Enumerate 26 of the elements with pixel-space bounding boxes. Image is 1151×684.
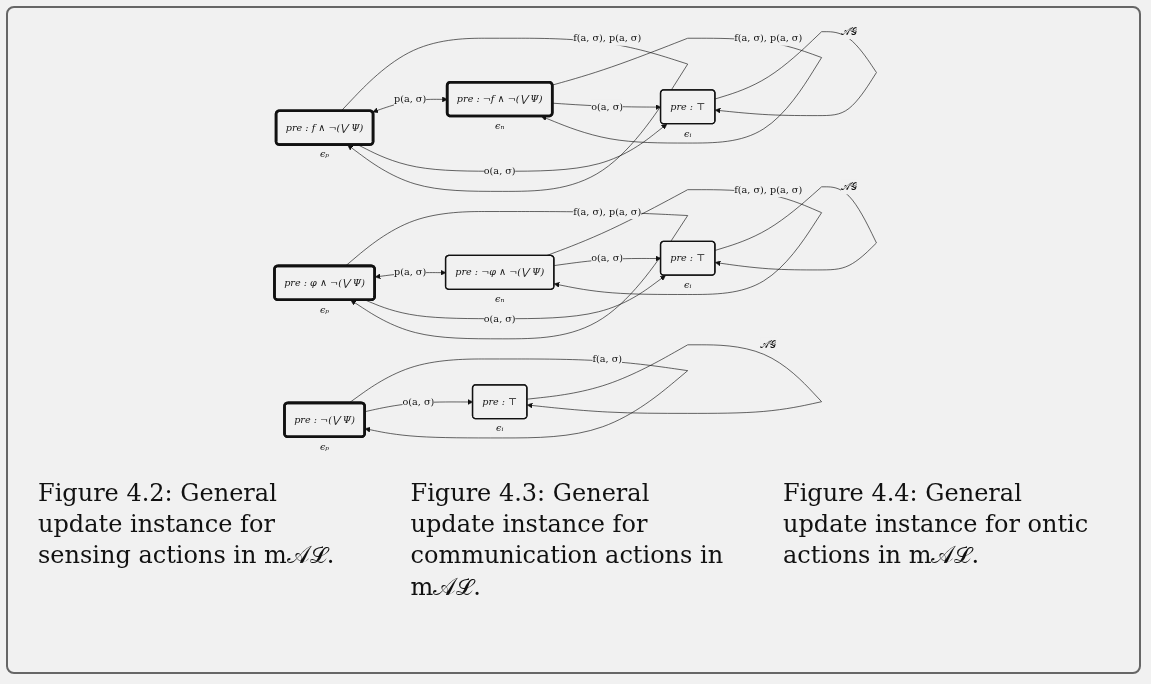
event-name: ϵₙ	[495, 119, 505, 131]
edge-label: f(a, σ), p(a, σ)	[734, 32, 803, 44]
event-name: ϵᵢ	[684, 279, 692, 291]
edge-label: f(a, σ)	[592, 353, 623, 365]
edge-label: o(a, σ)	[483, 312, 516, 325]
edge-label: 𝒜𝒢	[840, 25, 858, 38]
edge-label: o(a, σ)	[591, 252, 624, 264]
event-name: ϵᵢ	[496, 422, 504, 434]
edge-label: 𝒜𝒢	[840, 180, 858, 193]
figure-caption: Figure 4.2: General update instance for sensing actions in m𝒜ℒ.	[38, 478, 336, 572]
edge-label: f(a, σ), p(a, σ)	[573, 32, 642, 44]
edge-label: f(a, σ), p(a, σ)	[573, 205, 642, 218]
edge-label: o(a, σ)	[402, 395, 435, 408]
edge-label: 𝒜𝒢	[760, 338, 777, 351]
event-name: ϵₚ	[319, 440, 330, 452]
edge-label: o(a, σ)	[591, 100, 624, 113]
edge-label: p(a, σ)	[393, 266, 427, 279]
event-name: ϵₚ	[319, 148, 330, 160]
figure-caption: Figure 4.3: General update instance for communication actions in m𝒜ℒ.	[410, 478, 725, 603]
edge-label: p(a, σ)	[393, 93, 427, 105]
edge-label: o(a, σ)	[483, 165, 516, 177]
event-name: ϵₙ	[495, 293, 505, 305]
figure-caption: Figure 4.4: General update instance for ontic actions in m𝒜ℒ.	[783, 478, 1090, 572]
event-name: ϵₚ	[319, 303, 330, 315]
event-name: ϵᵢ	[684, 127, 692, 139]
edge-label: f(a, σ), p(a, σ)	[734, 183, 803, 196]
